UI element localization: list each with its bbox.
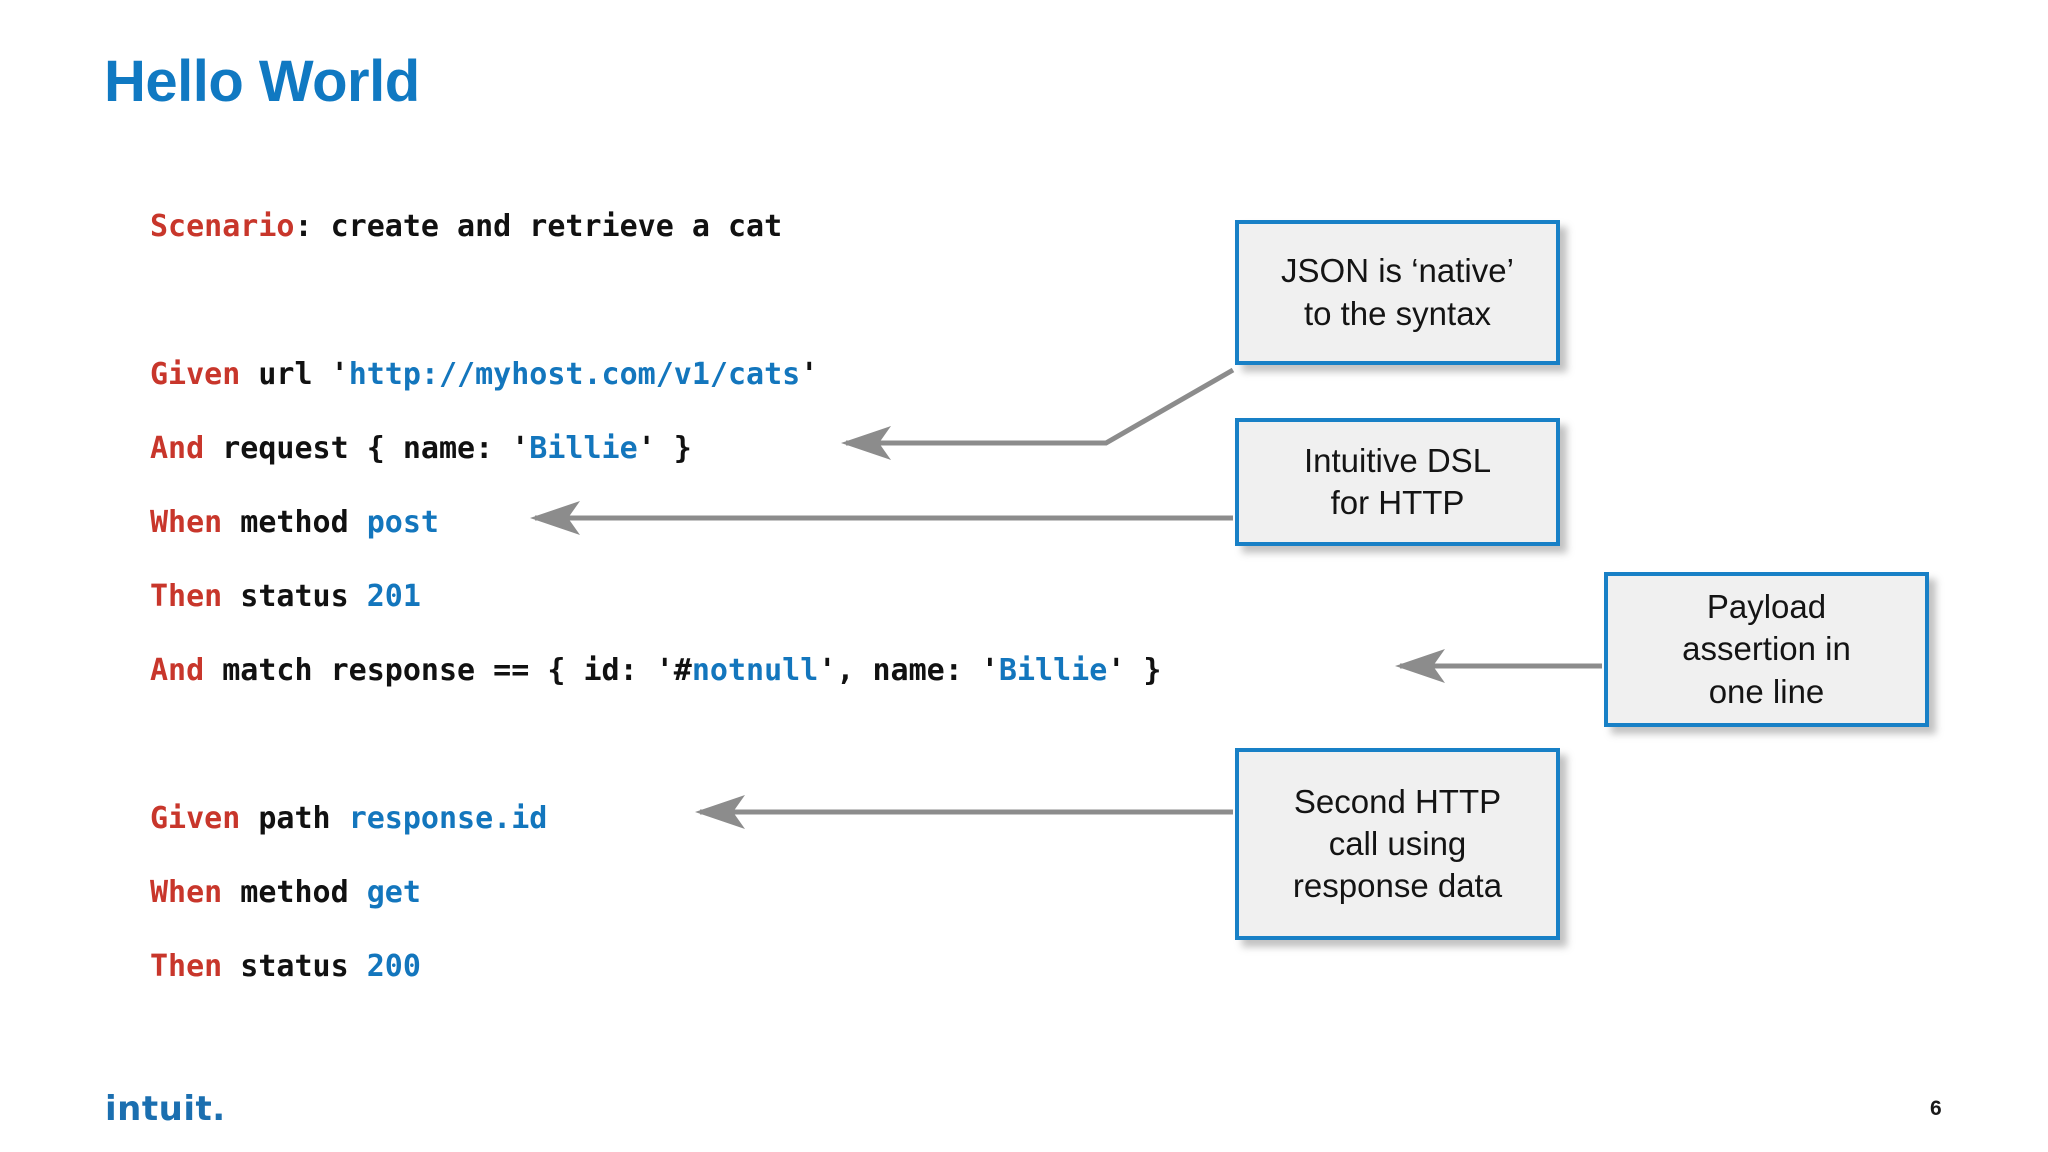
code-line: Then status 200 [150,930,1161,1004]
code-line [150,708,1161,782]
callout-json-line1: JSON is ‘native’ [1281,252,1514,290]
code-token: http://myhost.com/v1/cats [348,357,801,392]
intuit-logo: intuit. [105,1089,226,1129]
code-token: status [222,579,367,614]
code-token: Given [150,801,241,836]
callout-dsl-line1: Intuitive DSL [1303,441,1492,479]
code-token: notnull [691,653,819,688]
callout-second-line3: response data [1292,867,1503,905]
code-token: method [222,505,367,540]
code-token: ', name: ' [818,653,999,688]
code-token: Then [150,579,223,614]
code-token: 201 [366,579,421,614]
callout-second-line1: Second HTTP [1293,782,1502,820]
code-token: 200 [366,949,421,984]
code-token: Scenario [150,209,295,244]
code-token: ' } [637,431,692,466]
code-token: Billie [529,431,638,466]
code-token: And [150,431,205,466]
callout-payload-line2: assertion in [1682,630,1851,668]
code-line: When method get [150,856,1161,930]
code-token: request { name: ' [204,431,530,466]
code-token: ' [800,357,819,392]
code-token: method [222,875,367,910]
code-line: And request { name: 'Billie' } [150,412,1161,486]
callout-payload-assertion: Payload assertion in one line [1604,572,1929,727]
code-token: When [150,875,223,910]
code-token: Given [150,357,241,392]
callout-intuitive-dsl: Intuitive DSL for HTTP [1235,418,1560,546]
code-line: Given url 'http://myhost.com/v1/cats' [150,338,1161,412]
callout-payload-line3: one line [1708,672,1825,710]
callout-payload-line1: Payload [1706,588,1827,626]
callout-second-line2: call using [1328,824,1467,862]
callout-json-line2: to the syntax [1303,294,1492,332]
code-token: match response == { id: '# [204,653,692,688]
page-number: 6 [1930,1097,1942,1120]
code-line: Given path response.id [150,782,1161,856]
code-token: And [150,653,205,688]
code-token: post [366,505,439,540]
code-token: ' } [1107,653,1162,688]
callout-second-http-call: Second HTTP call using response data [1235,748,1560,940]
code-token: path [240,801,349,836]
code-token: : create and retrieve a cat [294,209,783,244]
code-token: Then [150,949,223,984]
callout-dsl-line2: for HTTP [1330,484,1465,521]
code-token: When [150,505,223,540]
code-line: And match response == { id: '#notnull', … [150,634,1161,708]
code-token: Billie [998,653,1108,688]
code-token: url ' [240,357,349,392]
code-block: Scenario: create and retrieve a cat Give… [150,190,1161,1004]
callout-json-native: JSON is ‘native’ to the syntax [1235,220,1560,365]
code-line [150,264,1161,338]
code-line: Then status 201 [150,560,1161,634]
code-token: response.id [348,801,548,836]
code-token: status [222,949,367,984]
code-line: When method post [150,486,1161,560]
page-title: Hello World [104,49,420,114]
code-token: get [366,875,421,910]
code-line: Scenario: create and retrieve a cat [150,190,1161,264]
